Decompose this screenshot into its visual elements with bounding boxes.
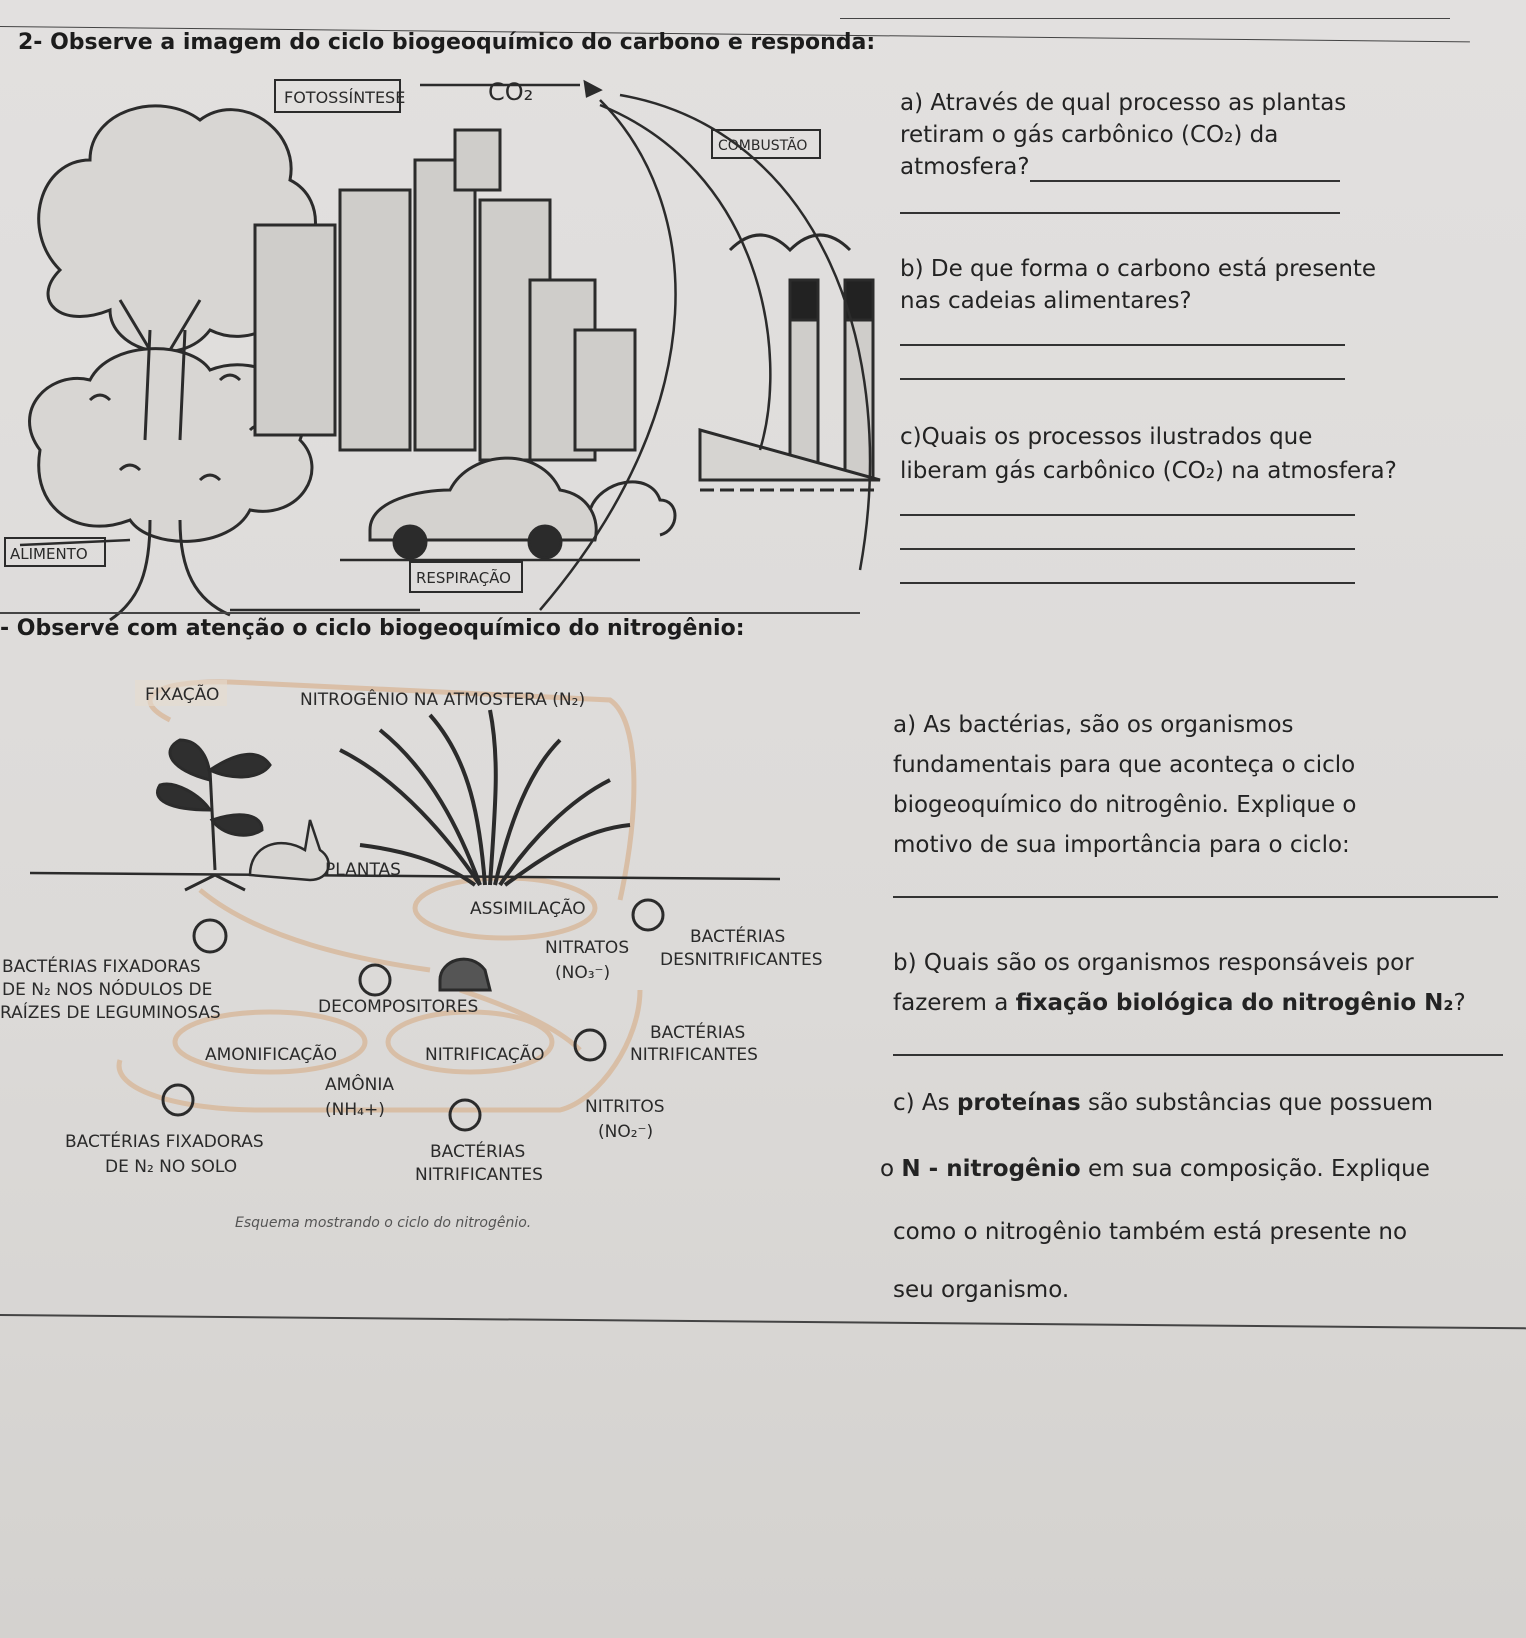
carbon-labels: FOTOSSÍNTESE CO₂ COMBUSTÃO ALIMENTO RESP…	[4, 78, 821, 593]
q3c-line1-bold: proteínas	[956, 1090, 1081, 1116]
q3a-line1: a) As bactérias, são os organismos	[893, 712, 1294, 738]
q2a-line3: atmosfera?	[900, 154, 1030, 180]
label-fixadoras-solo-2: DE N₂ NO SOLO	[105, 1157, 237, 1177]
label-atmosfera: NITROGÊNIO NA ATMOSTERA (N₂)	[300, 688, 585, 710]
label-plantas: PLANTAS	[325, 860, 401, 880]
q3c-line3: como o nitrogênio também está presente n…	[893, 1219, 1408, 1245]
q3-title: - Observe com atenção o ciclo biogeoquím…	[0, 616, 745, 641]
q2-title: 2- Observe a imagem do ciclo biogeoquími…	[18, 30, 876, 55]
ground-line	[29, 871, 781, 881]
label-combustao: COMBUSTÃO	[718, 137, 807, 154]
label-amonificacao: AMONIFICAÇÃO	[205, 1043, 337, 1065]
q3a-line3: biogeoquímico do nitrogênio. Explique o	[893, 792, 1357, 818]
label-alimento: ALIMENTO	[10, 545, 88, 563]
label-fotossintese: FOTOSSÍNTESE	[284, 88, 405, 107]
q2b-answer-line-2[interactable]	[900, 378, 1345, 380]
bottom-rule	[0, 1314, 1526, 1330]
q3a-line4: motivo de sua importância para o ciclo:	[893, 832, 1350, 858]
label-amonia-1: AMÔNIA	[325, 1073, 394, 1095]
rabbit-illustration	[248, 819, 330, 882]
q2b-line2: nas cadeias alimentares?	[900, 288, 1192, 314]
label-co2: CO₂	[488, 78, 533, 106]
label-fixadoras-nodulos-2: DE N₂ NOS NÓDULOS DE	[2, 978, 212, 1000]
q2c-line2: liberam gás carbônico (CO₂) na atmosfera…	[900, 458, 1397, 484]
label-bacterias-nitrificantes-top-1: BACTÉRIAS	[650, 1021, 745, 1043]
q3c-line1-pre: c) As	[893, 1090, 957, 1116]
label-nitritos-2: (NO₂⁻)	[598, 1122, 653, 1142]
label-bacterias-desnitrificantes-2: DESNITRIFICANTES	[660, 950, 823, 970]
city-buildings	[253, 128, 637, 462]
q2a-answer-line-1[interactable]	[1030, 180, 1340, 182]
q2b-answer-line-1[interactable]	[900, 344, 1345, 346]
q2c-answer-line-3[interactable]	[900, 582, 1355, 584]
label-no3: (NO₃⁻)	[555, 963, 610, 983]
car-illustration	[368, 456, 677, 560]
label-bacterias-desnitrificantes-1: BACTÉRIAS	[690, 925, 785, 947]
nitrogen-labels: FIXAÇÃO NITROGÊNIO NA ATMOSTERA (N₂) PLA…	[0, 680, 823, 1231]
cycle-arrows	[19, 79, 872, 612]
q2c-line1: c)Quais os processos ilustrados que	[900, 424, 1313, 450]
label-fixadoras-nodulos-3: RAÍZES DE LEGUMINOSAS	[0, 1001, 221, 1023]
top-rule-short	[840, 18, 1450, 19]
q3b-line2-post: ?	[1453, 990, 1466, 1016]
q3b-answer-line[interactable]	[893, 1054, 1503, 1056]
label-nitratos: NITRATOS	[545, 938, 629, 958]
q3c-line2: o N - nitrogênio em sua composição. Expl…	[880, 1152, 1430, 1188]
tree-illustration	[28, 104, 317, 622]
q3b-line1: b) Quais são os organismos responsáveis …	[893, 950, 1414, 976]
bacteria-icons	[161, 898, 665, 1132]
q3b-line2-pre: fazerem a	[893, 990, 1016, 1016]
q3c-line1-post: são substâncias que possuem	[1080, 1090, 1434, 1116]
q2a-line2: retiram o gás carbônico (CO₂) da	[900, 122, 1279, 148]
label-bacterias-nitrificantes-top-2: NITRIFICANTES	[630, 1045, 758, 1065]
label-decompositores: DECOMPOSITORES	[318, 997, 478, 1017]
nitrogen-cycle-illustration: FIXAÇÃO NITROGÊNIO NA ATMOSTERA (N₂) PLA…	[0, 679, 823, 1231]
q3b-line2-bold: fixação biológica do nitrogênio N₂	[1015, 990, 1454, 1016]
label-nitritos-1: NITRITOS	[585, 1097, 665, 1117]
label-respiracao: RESPIRAÇÃO	[416, 568, 511, 587]
q2c-answer-line-2[interactable]	[900, 548, 1355, 550]
q3c-line4: seu organismo.	[893, 1277, 1070, 1303]
q3b-line2: fazerem a fixação biológica do nitrogêni…	[893, 986, 1466, 1022]
q3c-line2-post: em sua composição. Explique	[1080, 1156, 1430, 1182]
label-nitrificacao: NITRIFICAÇÃO	[425, 1043, 545, 1065]
q2c-answer-line-1[interactable]	[900, 514, 1355, 516]
q3a-answer-line[interactable]	[893, 896, 1498, 898]
label-bacterias-nitrificantes-bot-2: NITRIFICANTES	[415, 1165, 543, 1185]
label-fixadoras-solo-1: BACTÉRIAS FIXADORAS	[65, 1130, 264, 1152]
label-assimilacao: ASSIMILAÇÃO	[470, 897, 586, 919]
q3c-line2-bold: N - nitrogênio	[901, 1156, 1081, 1182]
caption-nitrogen: Esquema mostrando o ciclo do nitrogênio.	[235, 1215, 531, 1231]
label-fixacao: FIXAÇÃO	[145, 683, 219, 705]
factory-illustration	[698, 233, 881, 492]
label-amonia-2: (NH₄+)	[325, 1100, 385, 1120]
q2b-line1: b) De que forma o carbono está presente	[900, 256, 1377, 282]
label-fixadoras-nodulos-1: BACTÉRIAS FIXADORAS	[2, 955, 201, 977]
grass-tuft-illustration	[339, 709, 631, 887]
carbon-cycle-illustration: FOTOSSÍNTESE CO₂ COMBUSTÃO ALIMENTO RESP…	[4, 78, 881, 622]
q2a-answer-line-2[interactable]	[900, 212, 1340, 214]
plant-illustration	[156, 738, 272, 892]
q3c-line1: c) As proteínas são substâncias que poss…	[893, 1086, 1433, 1122]
label-bacterias-nitrificantes-bot-1: BACTÉRIAS	[430, 1140, 525, 1162]
q3a-line2: fundamentais para que aconteça o ciclo	[893, 752, 1356, 778]
section-divider	[0, 612, 860, 614]
q3c-line2-pre: o	[880, 1156, 902, 1182]
q2a-line1: a) Através de qual processo as plantas	[900, 90, 1347, 116]
